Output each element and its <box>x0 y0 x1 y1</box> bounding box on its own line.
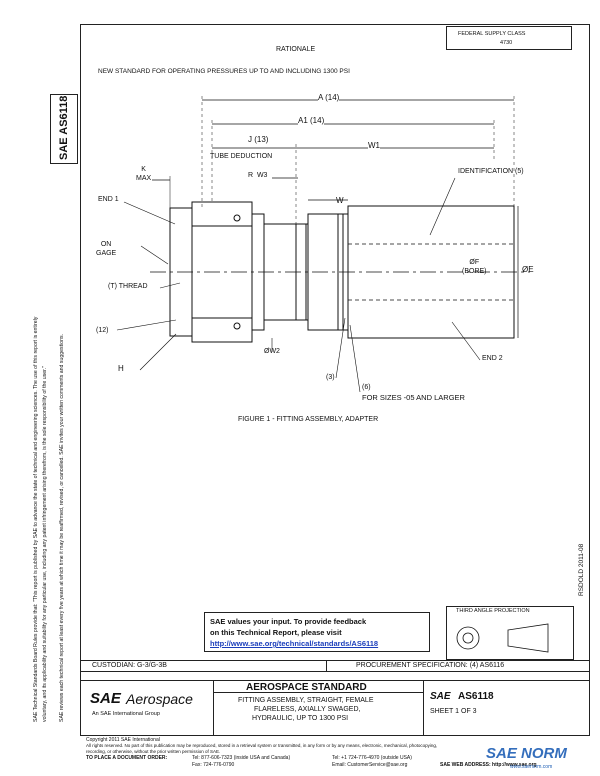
sheet-label: SHEET 1 OF 3 <box>430 708 477 715</box>
figure-caption: FIGURE 1 - FITTING ASSEMBLY, ADAPTER <box>238 416 379 423</box>
web-address[interactable]: SAE WEB ADDRESS: http://www.sae.org <box>440 762 537 768</box>
logo-subtext: An SAE International Group <box>92 711 160 717</box>
fax: Fax: 724-776-0790 <box>192 762 235 768</box>
rationale-title: RATIONALE <box>276 46 316 53</box>
dim-label-j: J (13) <box>248 135 269 144</box>
third-angle-projection-icon <box>456 623 549 653</box>
dim-label-w1: W1 <box>368 141 380 150</box>
feedback-box <box>204 612 430 652</box>
email[interactable]: Email: CustomerService@sae.org <box>332 762 408 768</box>
title-line-3: HYDRAULIC, UP TO 1300 PSI <box>252 715 349 722</box>
rights-line-2: recording, or otherwise, without the pri… <box>86 749 221 754</box>
rationale-text: NEW STANDARD FOR OPERATING PRESSURES UP … <box>98 68 350 75</box>
ref-3-label: (3) <box>326 374 335 381</box>
dim-label-a1: A1 (14) <box>298 116 325 125</box>
ref-6-label: (6) <box>362 384 371 391</box>
on-gage-label: ON GAGE <box>96 241 117 257</box>
title-block-divider-4 <box>213 692 423 693</box>
dim-label-r-w3: R W3 <box>248 172 268 179</box>
logo-sae-text: SAE <box>90 690 121 707</box>
watermark-subtext: www.saenorm.com <box>510 764 553 770</box>
fsc-stamp-line2: 4730 <box>500 40 513 46</box>
tube-deduction-label: TUBE DEDUCTION <box>210 153 273 160</box>
title-line-2: FLARELESS, AXIALLY SWAGED, <box>254 706 361 713</box>
sae-aerospace-logo: SAE Aerospace An SAE International Group <box>90 688 208 724</box>
procurement-label: PROCUREMENT SPECIFICATION: (4) AS6116 <box>356 662 505 669</box>
ref-12-label: (12) <box>96 327 109 334</box>
dim-label-a: A (14) <box>318 93 340 102</box>
rights-line-1: All rights reserved. No part of this pub… <box>86 743 438 748</box>
dim-label-w2: ØW2 <box>264 348 280 355</box>
title-block-divider-1 <box>80 671 590 672</box>
bore-label: ØF (BORE) <box>462 259 487 275</box>
dim-label-w: W <box>336 196 344 205</box>
dim-label-e: ØE <box>522 265 534 274</box>
tel-inside: Tel: 877-606-7323 (inside USA and Canada… <box>192 755 291 761</box>
sae-mark: SAE <box>430 691 451 702</box>
logo-aerospace-text: Aerospace <box>126 691 193 707</box>
feedback-line1: SAE values your input. To provide feedba… <box>210 617 367 626</box>
fsc-stamp-line1: FEDERAL SUPPLY CLASS <box>458 31 526 37</box>
doc-id: AS6118 <box>458 691 494 702</box>
watermark: SAE NORM <box>486 745 567 762</box>
dim-label-h: H <box>118 364 124 373</box>
tel-outside: Tel: +1 724-776-4970 (outside USA) <box>332 755 412 761</box>
end2-label: END 2 <box>482 355 503 362</box>
projection-label: THIRD ANGLE PROJECTION <box>456 608 530 614</box>
fsc-stamp <box>446 26 572 50</box>
title-block-divider-2 <box>80 680 590 681</box>
title-block <box>80 660 590 736</box>
doc-number-box <box>50 94 78 164</box>
title-line-1: FITTING ASSEMBLY, STRAIGHT, FEMALE <box>238 697 374 704</box>
identification-label: IDENTIFICATION (5) <box>458 168 524 175</box>
end1-label: END 1 <box>98 196 119 203</box>
custodian-label: CUSTODIAN: G-3/G-3B <box>92 662 167 669</box>
order-label: TO PLACE A DOCUMENT ORDER: <box>86 755 168 761</box>
projection-box <box>446 606 574 660</box>
title-block-divider-5 <box>423 680 424 736</box>
dim-label-k-max: K MAX <box>136 166 152 182</box>
feedback-line2: on this Technical Report, please visit <box>210 628 342 637</box>
title-block-divider-6 <box>326 660 327 671</box>
sizes-note: FOR SIZES -05 AND LARGER <box>362 393 465 402</box>
copyright: Copyright 2011 SAE International <box>86 737 160 743</box>
title-block-divider-3 <box>213 680 214 736</box>
feedback-link[interactable]: http://www.sae.org/technical/standards/A… <box>210 639 379 648</box>
thread-label: (T) THREAD <box>108 283 148 290</box>
standard-heading: AEROSPACE STANDARD <box>246 682 367 693</box>
